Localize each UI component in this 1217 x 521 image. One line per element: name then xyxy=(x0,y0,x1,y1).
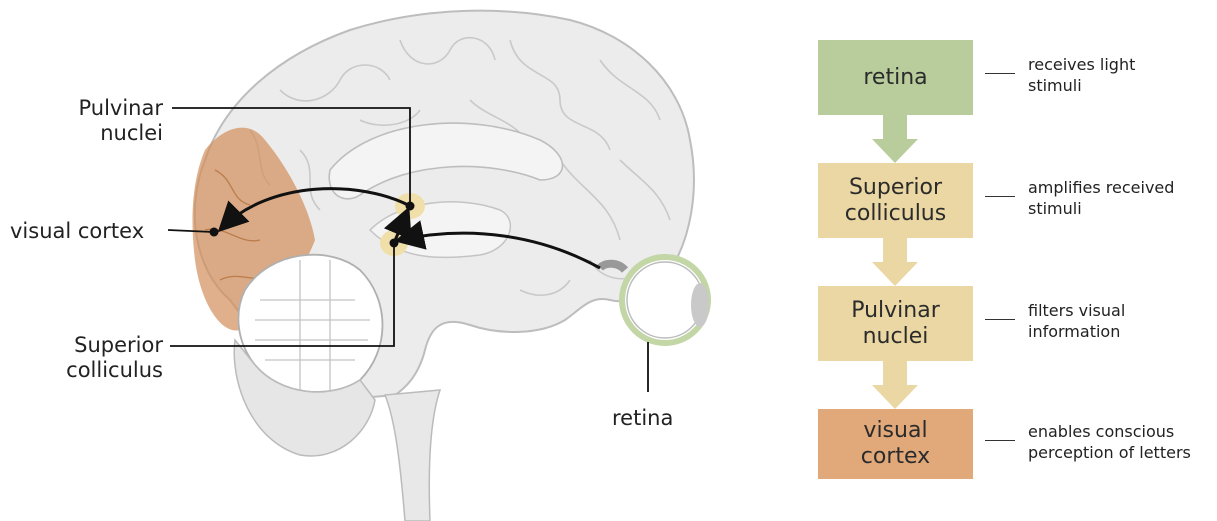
visual-cortex-label: visual cortex xyxy=(10,219,144,244)
flow-box-text: Pulvinar xyxy=(851,298,940,324)
flow-desc-retina: receives light stimuli xyxy=(1028,54,1135,96)
superior-label-line1: Superior xyxy=(74,333,163,357)
flow-box-text: nuclei xyxy=(851,324,940,350)
pulvinar-label-line2: nuclei xyxy=(100,121,163,145)
superior-colliculus-label: Superior colliculus xyxy=(20,333,163,383)
desc-line: enables conscious xyxy=(1028,422,1174,441)
desc-line: information xyxy=(1028,322,1120,341)
flow-arrow xyxy=(870,238,920,288)
flow-desc-pulvinar-nuclei: filters visual information xyxy=(1028,300,1125,342)
flow-box-text: Superior xyxy=(845,175,946,201)
flow-box-superior-colliculus: Superior colliculus xyxy=(818,163,973,238)
flow-arrow xyxy=(870,361,920,411)
desc-line: stimuli xyxy=(1028,76,1082,95)
desc-line: stimuli xyxy=(1028,199,1082,218)
flow-box-visual-cortex: visual cortex xyxy=(818,409,973,479)
pulvinar-nuclei-label: Pulvinar nuclei xyxy=(40,96,163,146)
flow-box-text: cortex xyxy=(861,444,930,470)
brain-diagram xyxy=(0,0,800,521)
desc-line: receives light xyxy=(1028,55,1135,74)
retina-label: retina xyxy=(612,406,673,431)
flow-arrow xyxy=(870,115,920,165)
desc-line: filters visual xyxy=(1028,301,1125,320)
superior-label-line2: colliculus xyxy=(66,358,163,382)
flow-desc-superior-colliculus: amplifies received stimuli xyxy=(1028,177,1174,219)
flow-box-text: visual xyxy=(861,418,930,444)
flow-box-pulvinar-nuclei: Pulvinar nuclei xyxy=(818,286,973,361)
connector-line xyxy=(985,440,1015,441)
pulvinar-label-line1: Pulvinar xyxy=(78,96,163,120)
flow-box-text: retina xyxy=(863,65,927,91)
desc-line: amplifies received xyxy=(1028,178,1174,197)
flow-desc-visual-cortex: enables conscious perception of letters xyxy=(1028,421,1191,463)
connector-line xyxy=(985,73,1015,74)
connector-line xyxy=(985,196,1015,197)
flow-box-retina: retina xyxy=(818,40,973,115)
flow-box-text: colliculus xyxy=(845,201,946,227)
desc-line: perception of letters xyxy=(1028,443,1191,462)
connector-line xyxy=(985,319,1015,320)
